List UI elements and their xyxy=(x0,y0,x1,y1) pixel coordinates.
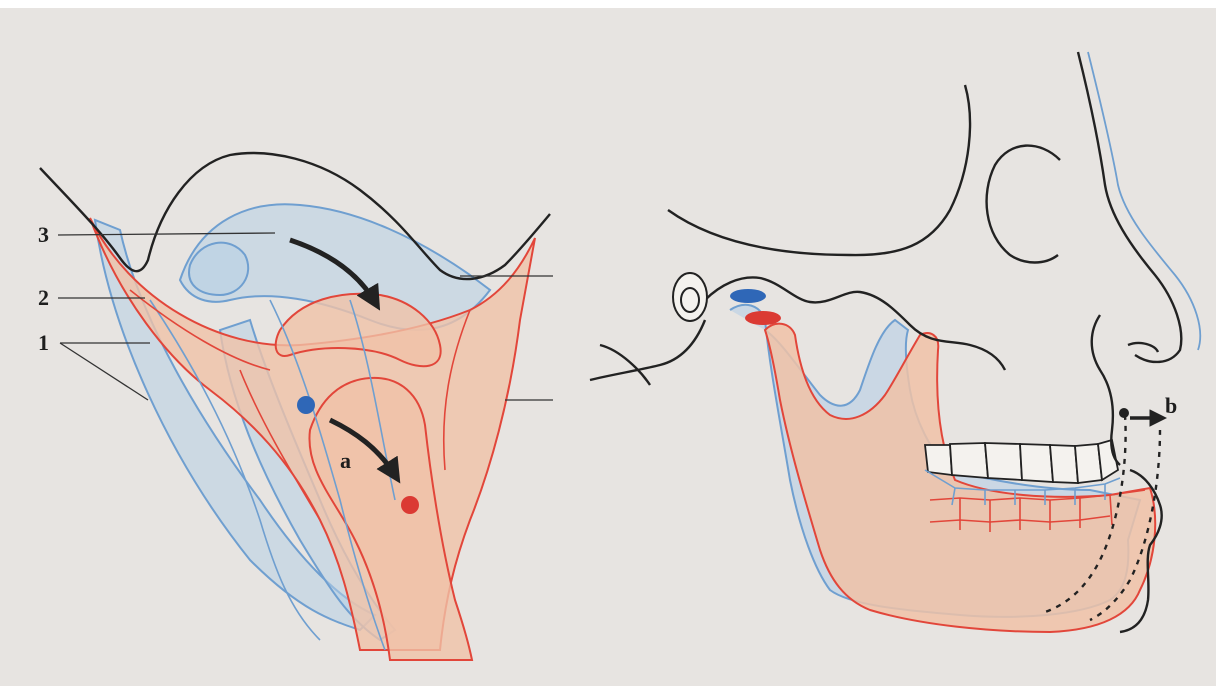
left-red-condyle-dot xyxy=(401,496,419,514)
label-b: b xyxy=(1165,393,1177,418)
point-b-dot xyxy=(1119,408,1129,418)
upper-tooth-5 xyxy=(1050,445,1078,483)
upper-tooth-2 xyxy=(950,443,988,478)
label-2: 2 xyxy=(38,285,49,310)
upper-tooth-3 xyxy=(985,443,1022,480)
left-blue-condyle-dot xyxy=(297,396,315,414)
right-red-condyle-cap xyxy=(745,311,781,325)
label-1: 1 xyxy=(38,330,49,355)
right-blue-condyle-cap xyxy=(730,289,766,303)
mastoid-ellipse xyxy=(673,273,707,321)
upper-tooth-1 xyxy=(925,445,952,475)
label-3: 3 xyxy=(38,222,49,247)
page-border-top xyxy=(0,0,1216,8)
label-a: a xyxy=(340,448,351,473)
mastoid-inner xyxy=(681,288,699,312)
upper-tooth-4 xyxy=(1020,444,1053,482)
